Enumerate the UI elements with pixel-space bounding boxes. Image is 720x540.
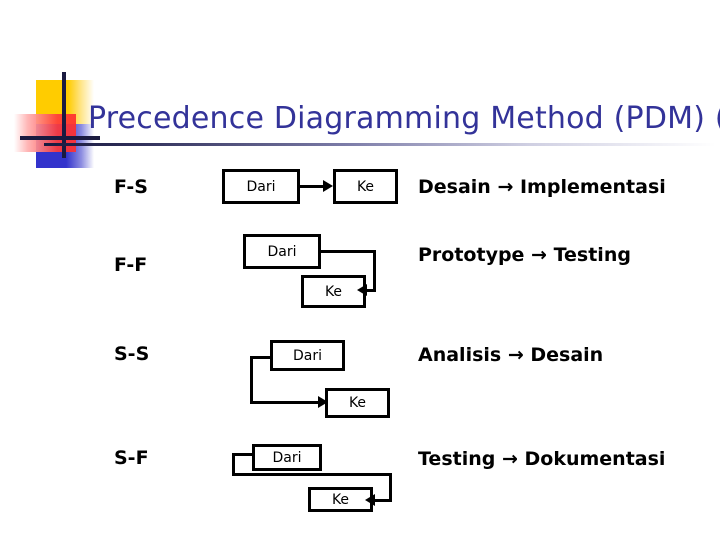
fs-connector-horizontal xyxy=(300,185,326,188)
sf-connector-left xyxy=(232,453,255,456)
ss-caption: Analisis → Desain xyxy=(418,344,604,366)
fs-to-node[interactable]: Ke xyxy=(333,169,398,204)
logo-vertical-line-icon xyxy=(62,72,66,158)
sf-connector-into-ke xyxy=(371,499,392,502)
fs-arrowhead-icon xyxy=(323,180,333,192)
ff-connector-into-ke xyxy=(363,289,376,292)
ff-arrowhead-icon xyxy=(357,284,367,296)
ss-to-label: Ke xyxy=(348,395,367,411)
ss-from-label: Dari xyxy=(292,347,322,364)
ff-from-node[interactable]: Dari xyxy=(243,234,321,269)
sf-arrowhead-icon xyxy=(365,494,375,506)
design-logo xyxy=(14,72,100,168)
fs-caption: Desain → Implementasi xyxy=(418,176,666,198)
ss-connector-down xyxy=(250,356,253,404)
ss-arrowhead-icon xyxy=(318,396,328,408)
ss-connector-left xyxy=(250,356,273,359)
ff-caption: Prototype → Testing xyxy=(418,244,631,266)
sf-to-label: Ke xyxy=(331,491,350,508)
title-divider xyxy=(44,143,716,146)
sf-to-node[interactable]: Ke xyxy=(308,487,373,512)
sf-connector-across xyxy=(232,473,392,476)
row-label-ss: S-S xyxy=(114,343,150,365)
ss-connector-into-ke xyxy=(250,401,322,404)
logo-red-rectangle-icon xyxy=(14,114,76,152)
ss-to-node[interactable]: Ke xyxy=(325,388,390,418)
logo-horizontal-line-icon xyxy=(20,136,100,140)
fs-from-node[interactable]: Dari xyxy=(222,169,300,204)
fs-to-label: Ke xyxy=(356,178,375,195)
sf-connector-down-right xyxy=(389,473,392,502)
sf-from-node[interactable]: Dari xyxy=(252,444,322,471)
sf-from-label: Dari xyxy=(272,449,302,466)
row-label-fs: F-S xyxy=(114,176,148,198)
sf-connector-down-left xyxy=(232,453,235,476)
ff-connector-top xyxy=(318,250,376,253)
row-label-sf: S-F xyxy=(114,447,149,469)
ff-from-label: Dari xyxy=(267,243,297,260)
page-title: Precedence Diagramming Method (PDM) (2) xyxy=(88,101,720,136)
sf-caption: Testing → Dokumentasi xyxy=(418,448,666,470)
ff-connector-down xyxy=(373,250,376,292)
ff-to-label: Ke xyxy=(324,283,343,300)
fs-from-label: Dari xyxy=(246,178,276,195)
row-label-ff: F-F xyxy=(114,254,148,276)
ss-from-node[interactable]: Dari xyxy=(270,340,345,371)
